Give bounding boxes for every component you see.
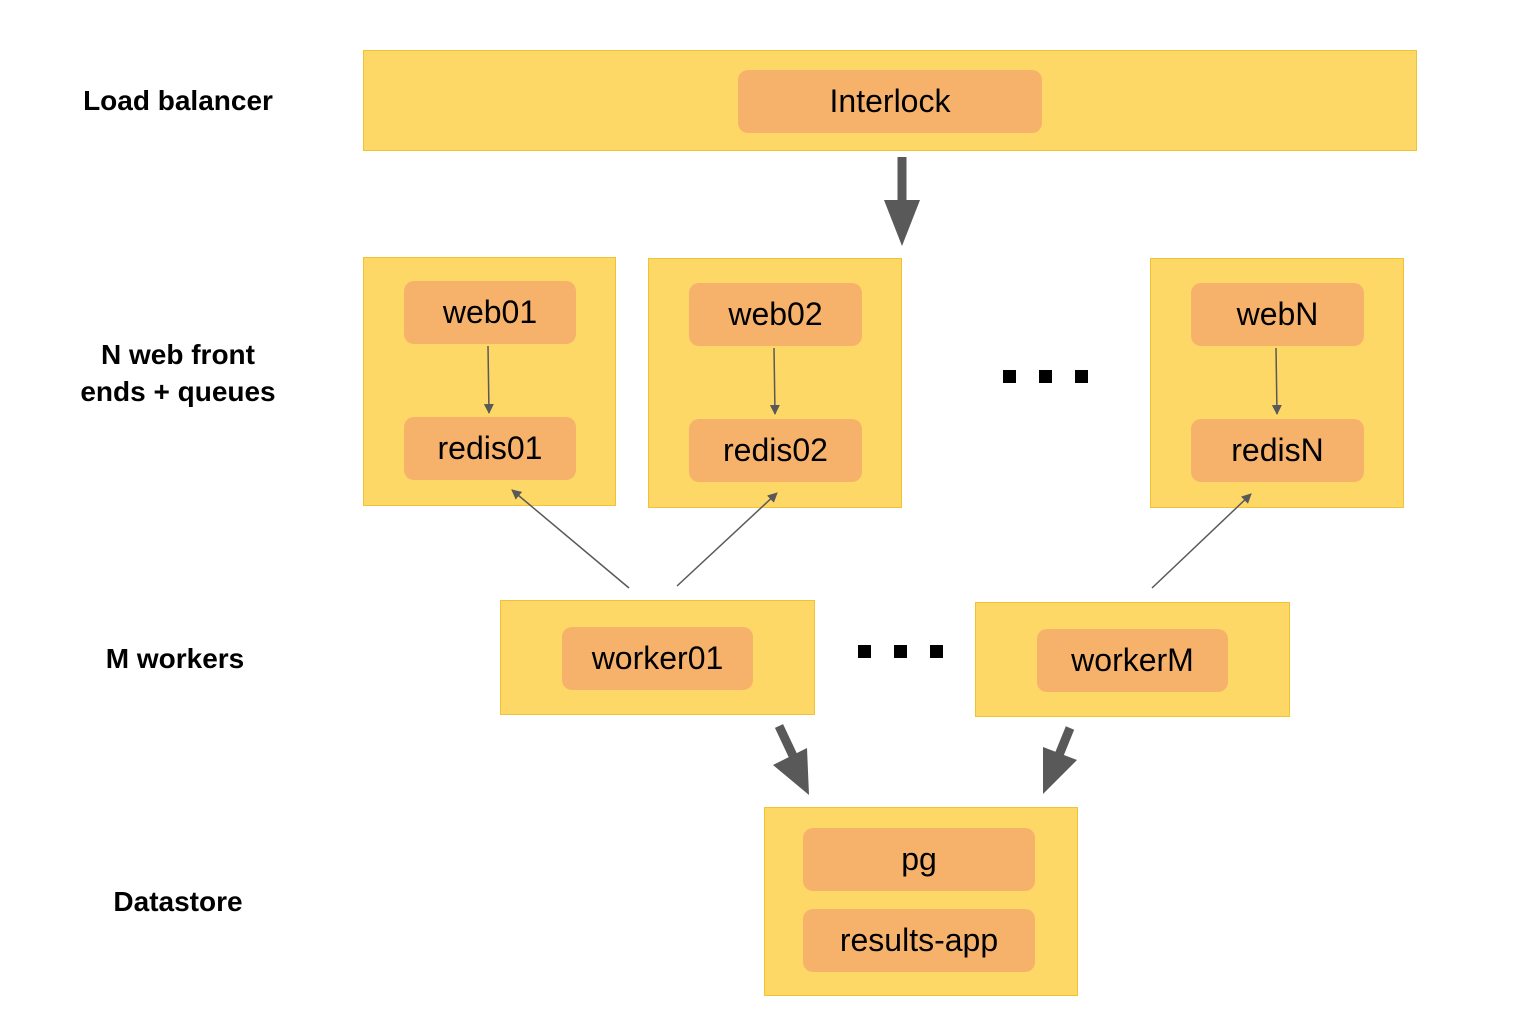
interlock-node: Interlock — [738, 70, 1042, 133]
redisN-node: redisN — [1191, 419, 1364, 482]
row-label-load-balancer: Load balancer — [83, 85, 273, 116]
worker-group-01: worker01 — [500, 600, 815, 715]
redis01-node: redis01 — [404, 417, 576, 480]
arrow-workerM-to-datastore — [1043, 726, 1077, 794]
worker-ellipsis — [858, 645, 943, 658]
webN-node: webN — [1191, 283, 1364, 346]
arrow-workerM-to-redisN — [1151, 493, 1252, 589]
web01-node: web01 — [404, 281, 576, 344]
redis02-node: redis02 — [689, 419, 862, 482]
arrow-worker01-to-datastore — [773, 724, 809, 795]
arrow-webN-to-redisN — [1271, 347, 1282, 415]
workerM-node: workerM — [1037, 629, 1228, 692]
worker-group-m: workerM — [975, 602, 1290, 717]
arrow-worker01-to-redis02 — [676, 492, 778, 587]
row-label-workers: M workers — [105, 643, 245, 674]
worker01-node: worker01 — [562, 627, 753, 690]
load-balancer-group: Interlock — [363, 50, 1417, 151]
row-label-web-front-ends: N web front ends + queues — [80, 339, 276, 407]
arrow-interlock-to-web — [884, 157, 920, 246]
web-group-01: web01 redis01 — [363, 257, 616, 506]
web02-node: web02 — [689, 283, 862, 346]
row-label-datastore: Datastore — [113, 886, 243, 917]
datastore-group: pg results-app — [764, 807, 1078, 996]
results-app-node: results-app — [803, 909, 1035, 972]
arrow-worker01-to-redis01 — [511, 489, 630, 589]
web-ellipsis — [1003, 370, 1088, 383]
pg-node: pg — [803, 828, 1035, 891]
arrow-web02-to-redis02 — [769, 347, 780, 415]
arrow-web01-to-redis01 — [483, 345, 494, 414]
